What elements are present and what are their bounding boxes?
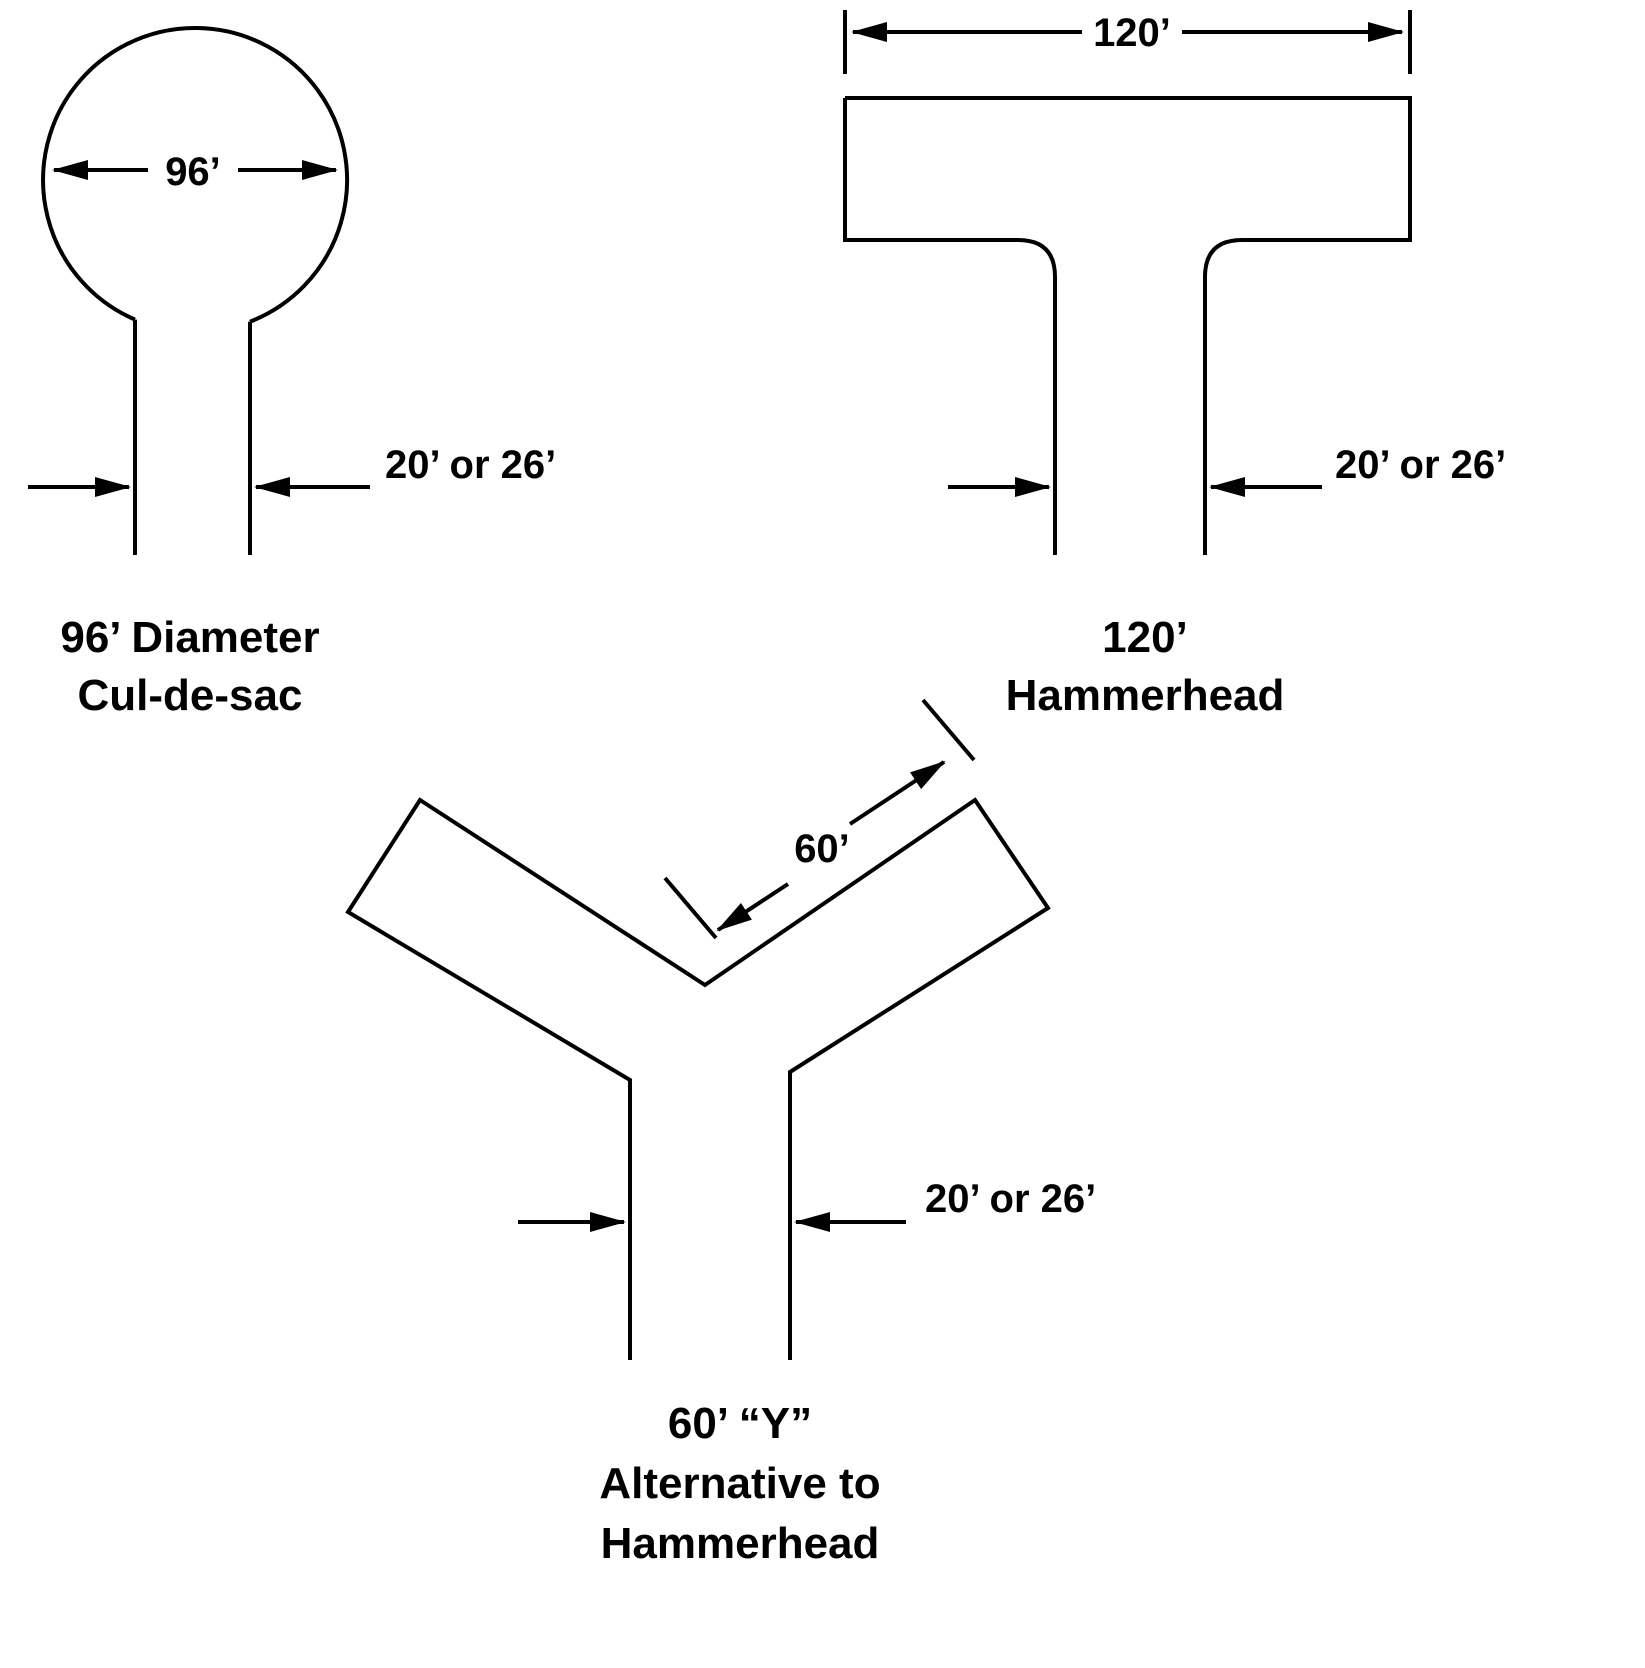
wye-arm-arrow-lower (716, 882, 790, 932)
hammerhead-outline (843, 96, 1412, 555)
wye-arm-length-label: 60’ (794, 827, 850, 871)
culdesac-caption-line1: 96’ Diameter (60, 613, 319, 662)
culdesac-width-label: 20’ or 26’ (385, 443, 556, 487)
hammerhead-figure: 120’ 20’ or 26’ 120’ Hammerhead (843, 10, 1506, 720)
wye-arm-tick-inner (663, 876, 718, 940)
wye-caption-line3: Hammerhead (601, 1519, 880, 1568)
hammerhead-width-label: 20’ or 26’ (1335, 443, 1506, 487)
wye-outline (345, 797, 1051, 1360)
culdesac-diameter-label: 96’ (165, 150, 221, 194)
culdesac-caption-line2: Cul-de-sac (78, 671, 303, 720)
culdesac-outline (41, 25, 350, 555)
wye-arm-arrow-upper (848, 760, 946, 826)
wye-arm-tick-outer (921, 698, 976, 762)
wye-caption-line2: Alternative to (599, 1459, 880, 1508)
wye-figure: 60’ 20’ or 26’ 60’ “Y” Alternative to Ha… (345, 698, 1096, 1568)
culdesac-figure: 96’ 20’ or 26’ 96’ Diameter Cul-de-sac (28, 25, 556, 720)
hammerhead-length-label: 120’ (1093, 11, 1171, 55)
hammerhead-caption-line2: Hammerhead (1006, 671, 1285, 720)
wye-width-label: 20’ or 26’ (925, 1177, 1096, 1221)
hammerhead-caption-line1: 120’ (1102, 613, 1188, 662)
wye-caption-line1: 60’ “Y” (668, 1399, 812, 1448)
